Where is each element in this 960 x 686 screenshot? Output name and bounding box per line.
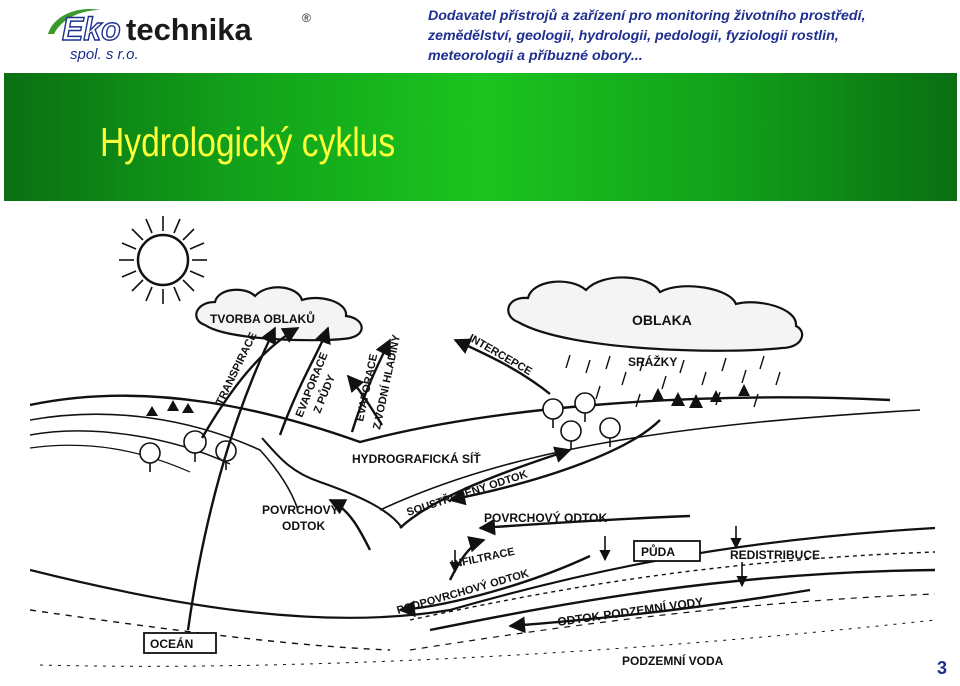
label-transpirace: TRANSPIRACE (214, 331, 260, 408)
label-srazky: SRÁŽKY (628, 354, 677, 369)
label-podpovrchovy-odtok: PODPOVRCHOVÝ ODTOK (395, 567, 530, 617)
page-number: 3 (936, 658, 947, 678)
label-povrchovy-odtok: POVRCHOVÝ (262, 502, 339, 517)
hydrologic-cycle-diagram: TVORBA OBLAKŮ OBLAKA SRÁŽKY (30, 216, 935, 668)
company-tagline: Dodavatel přístrojů a zařízení pro monit… (428, 6, 958, 66)
logo-registered: ® (302, 11, 311, 25)
ground-layers (30, 394, 935, 667)
label-redistribuce: REDISTRIBUCE (730, 548, 820, 562)
label-infiltrace: INFILTRACE (450, 546, 516, 571)
label-hydrograficka-sit: HYDROGRAFICKÁ SÍŤ (352, 451, 481, 466)
river (261, 437, 403, 529)
label-ocean-box (143, 632, 217, 654)
flow-arrows (186, 326, 811, 634)
cloud-icon (507, 276, 804, 352)
label-puda-box (633, 540, 701, 562)
tagline-line: zemědělství, geologii, hydrologii, pedol… (428, 28, 839, 44)
logo-subtitle: spol. s r.o. (70, 46, 139, 63)
header: Eko technika ® spol. s r.o. Dodavatel př… (0, 0, 960, 72)
tagline-line: Dodavatel přístrojů a zařízení pro monit… (428, 8, 866, 24)
slide-title: Hydrologický cyklus (100, 119, 396, 165)
logo-swoosh (48, 9, 100, 34)
tree-icon (139, 392, 621, 472)
label-povrchovy-odtok: ODTOK (282, 519, 325, 533)
company-logo[interactable]: Eko technika ® spol. s r.o. (40, 4, 330, 66)
label-odtok-podzemni-vody: ODTOK PODZEMNÍ VODY (556, 594, 704, 629)
sun-icon (119, 216, 207, 304)
label-tvorba-oblaku: TVORBA OBLAKŮ (210, 310, 315, 326)
logo-technika: technika (126, 12, 253, 47)
tagline-line: meteorologii a příbuzné obory... (428, 48, 643, 64)
rain-icon (565, 354, 781, 408)
label-oblaka: OBLAKA (632, 312, 692, 328)
label-povrchovy-odtok: POVRCHOVÝ ODTOK (484, 510, 607, 525)
tree-icon (146, 384, 750, 416)
label-intercepce: INTERCEPCE (467, 332, 534, 378)
label-ocean: OCEÁN (150, 636, 193, 651)
title-banner (4, 73, 957, 201)
label-podzemni-voda: PODZEMNÍ VODA (622, 653, 724, 668)
infiltration-arrows (449, 526, 748, 588)
logo-eko: Eko (62, 11, 121, 47)
label-puda: PŮDA (641, 543, 675, 559)
